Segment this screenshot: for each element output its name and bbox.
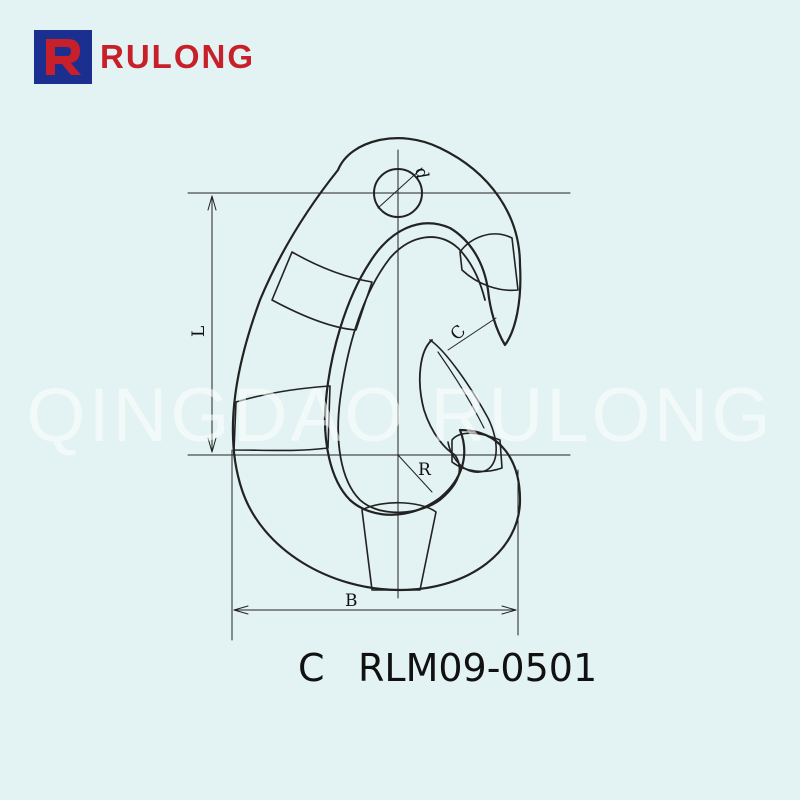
watermark-text: QINGDAO RULONG (26, 373, 774, 458)
right-pad (451, 432, 503, 473)
brand-name: RULONG (100, 38, 255, 75)
dimension-label-d: d (410, 166, 432, 180)
dimension-l-arrow-bottom (207, 437, 217, 453)
brand-logo: RULONG (34, 30, 255, 84)
dimension-label-b: B (345, 591, 358, 611)
rulong-logo-icon (34, 30, 92, 84)
hook-inner-contour (337, 236, 486, 514)
model-number: RLM09-0501 (358, 646, 598, 690)
eye-hole (373, 168, 423, 218)
model-caption: C RLM09-0501 (298, 646, 597, 690)
upper-left-pad (271, 251, 373, 331)
bottom-pad (361, 501, 437, 591)
dimension-d-line (377, 167, 423, 209)
dimension-label-r: R (418, 460, 432, 480)
dimension-label-c: C (447, 321, 470, 344)
hook-outer-contour (231, 137, 522, 592)
gate-slot-inner (437, 351, 485, 429)
dimension-l-arrow-top (207, 195, 217, 211)
upper-right-pad (459, 233, 519, 292)
dimension-b-arrow-left (233, 605, 249, 615)
dimension-label-l: L (189, 326, 209, 337)
dimension-c-line (447, 317, 497, 351)
gate-slot (429, 339, 497, 473)
left-pad (233, 385, 331, 452)
model-variant-letter: C (298, 646, 325, 690)
dimension-b-arrow-right (501, 605, 517, 615)
dimension-r-line (397, 454, 433, 493)
